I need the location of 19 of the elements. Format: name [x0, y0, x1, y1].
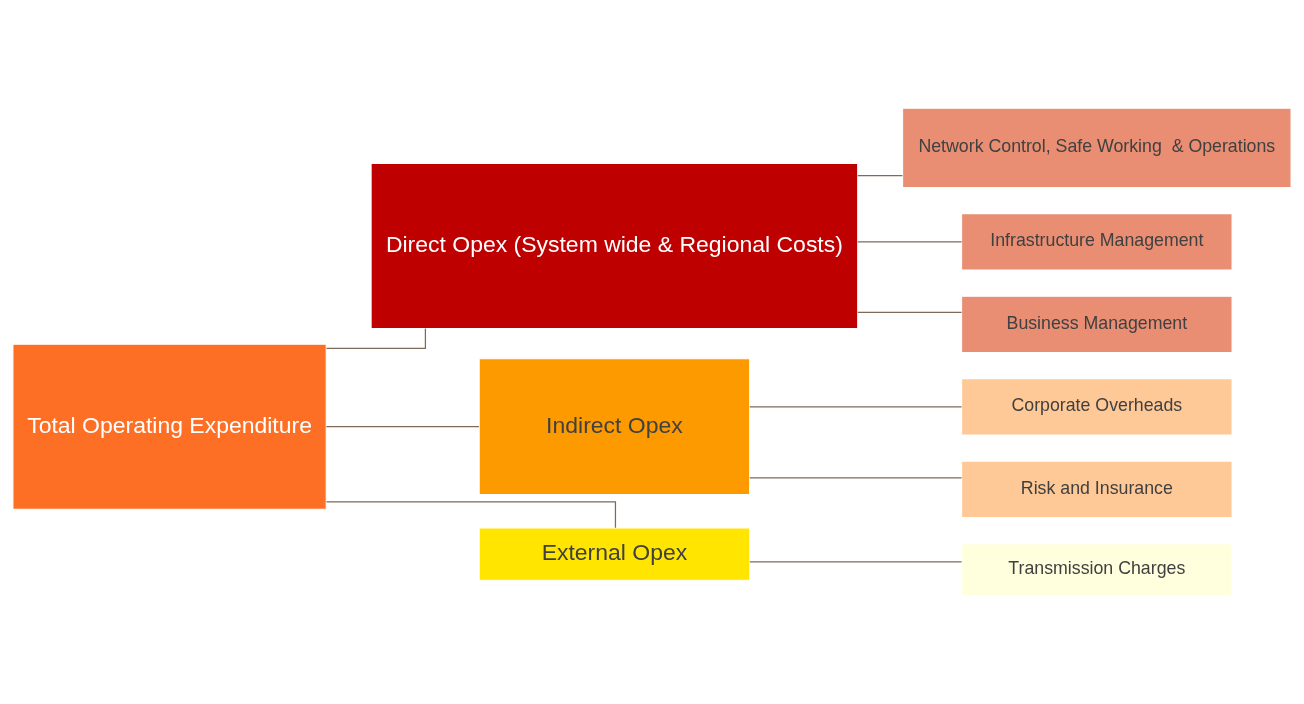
node-box: Network Control, Safe Working & Operations: [902, 107, 1292, 189]
node-box: Infrastructure Management: [961, 213, 1233, 271]
node-box: External Opex: [478, 527, 751, 581]
node-box: Indirect Opex: [478, 358, 751, 496]
node-box: Risk and Insurance: [961, 460, 1233, 519]
connector: [749, 406, 963, 408]
node-box: Transmission Charges: [961, 543, 1233, 597]
connector: [749, 561, 963, 563]
connector: [325, 328, 427, 349]
node-box: Business Management: [961, 295, 1233, 354]
node-box: Direct Opex (System wide & Regional Costs): [370, 163, 859, 330]
connector: [857, 174, 904, 177]
node-box: Total Operating Expenditure: [12, 343, 327, 510]
connector: [857, 241, 963, 243]
node-box: Corporate Overheads: [961, 378, 1233, 436]
connector: [325, 426, 480, 428]
connector: [749, 477, 963, 479]
connector: [325, 501, 617, 529]
connector: [857, 311, 963, 313]
